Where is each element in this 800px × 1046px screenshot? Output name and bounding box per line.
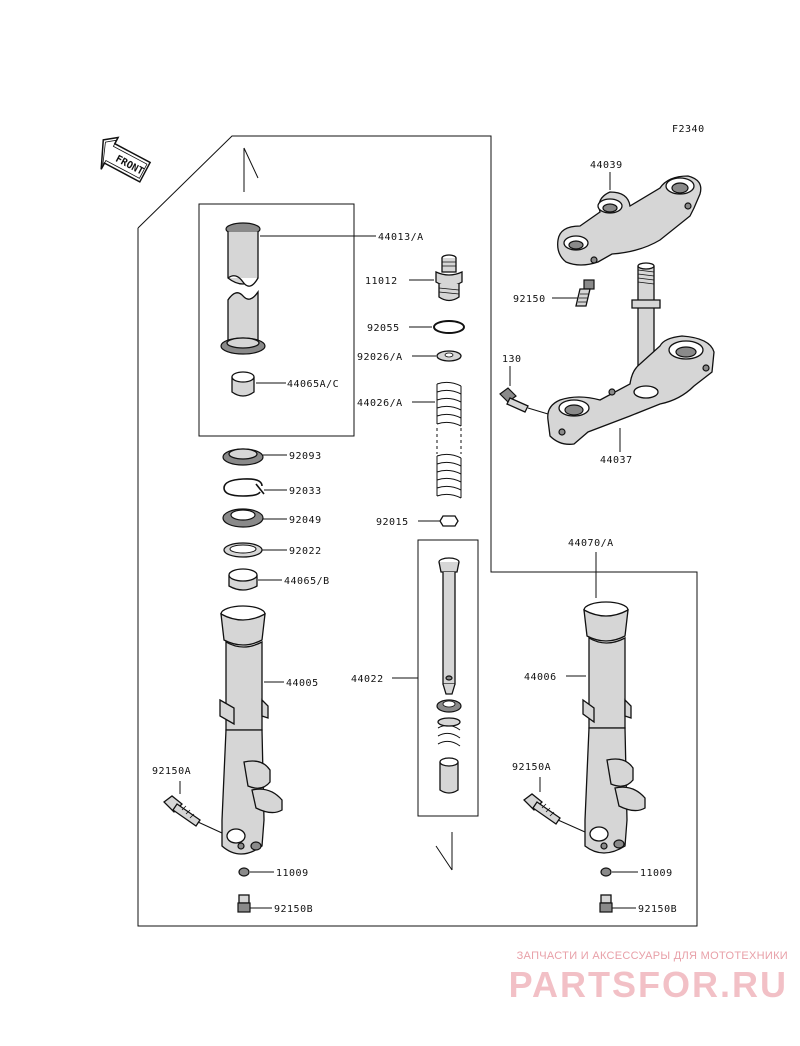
oil-seal-92049 bbox=[222, 508, 264, 528]
part-label-92055: 92055 bbox=[367, 323, 400, 334]
watermark-tagline: ЗАПЧАСТИ И АКСЕССУАРЫ ДЛЯ МОТОТЕХНИКИ bbox=[516, 950, 788, 962]
part-label-11009-right: 11009 bbox=[640, 868, 673, 879]
bolt-92150b-right bbox=[599, 894, 613, 913]
fork-inner-tube bbox=[220, 222, 266, 355]
part-label-92022: 92022 bbox=[289, 546, 322, 557]
assembly-frame bbox=[137, 135, 698, 927]
part-label-44006: 44006 bbox=[524, 672, 557, 683]
bolt-130 bbox=[499, 387, 529, 413]
part-label-44005: 44005 bbox=[286, 678, 319, 689]
part-label-92150: 92150 bbox=[513, 294, 546, 305]
bushing-44065b bbox=[228, 568, 258, 591]
part-label-92150b-right: 92150B bbox=[638, 904, 677, 915]
part-label-44013a: 44013/A bbox=[378, 232, 424, 243]
break-line-top bbox=[243, 147, 259, 192]
part-label-130: 130 bbox=[502, 354, 522, 365]
part-label-92150a-right: 92150A bbox=[512, 762, 551, 773]
seal-92093 bbox=[222, 448, 264, 466]
washer-92022 bbox=[223, 542, 263, 558]
damper-rod-44022 bbox=[436, 557, 462, 794]
lower-triple-clamp-44037 bbox=[547, 262, 715, 445]
part-label-92033: 92033 bbox=[289, 486, 322, 497]
o-ring-92055 bbox=[433, 320, 465, 334]
part-label-44065b: 44065/B bbox=[284, 576, 330, 587]
part-label-92049: 92049 bbox=[289, 515, 322, 526]
washer-11009-right bbox=[600, 867, 612, 877]
nut-92015 bbox=[439, 515, 459, 527]
part-label-44037: 44037 bbox=[600, 455, 633, 466]
part-label-92015: 92015 bbox=[376, 517, 409, 528]
part-label-44065ac: 44065A/C bbox=[287, 379, 339, 390]
part-label-11009-left: 11009 bbox=[276, 868, 309, 879]
fork-outer-tube-right bbox=[582, 601, 646, 854]
fork-outer-tube-left bbox=[219, 605, 283, 855]
bolt-92150a-right bbox=[523, 793, 561, 825]
part-label-44022: 44022 bbox=[351, 674, 384, 685]
part-label-92150a-left: 92150A bbox=[152, 766, 191, 777]
circlip-92033 bbox=[223, 478, 265, 497]
top-plug-11012 bbox=[435, 254, 463, 302]
part-label-44070a: 44070/A bbox=[568, 538, 614, 549]
front-arrow-icon: FRONT bbox=[100, 136, 152, 183]
part-label-92093: 92093 bbox=[289, 451, 322, 462]
watermark-logo: PARTSFOR.RU bbox=[508, 964, 788, 1005]
cylinder-kit-box bbox=[198, 203, 355, 437]
bolt-92150a-left bbox=[163, 795, 201, 827]
part-label-92026a: 92026/A bbox=[357, 352, 403, 363]
bolt-92150b-left bbox=[237, 894, 251, 913]
washer-11009-left bbox=[238, 867, 250, 877]
spring-44026a bbox=[436, 381, 462, 499]
upper-triple-clamp-44039 bbox=[557, 175, 702, 266]
bolt-92150 bbox=[575, 279, 595, 307]
part-label-11012: 11012 bbox=[365, 276, 398, 287]
part-label-92150b-left: 92150B bbox=[274, 904, 313, 915]
bushing-44065ac bbox=[231, 371, 255, 397]
part-label-44026a: 44026/A bbox=[357, 398, 403, 409]
part-label-44039: 44039 bbox=[590, 160, 623, 171]
break-line-bottom bbox=[435, 832, 453, 871]
figure-code: F2340 bbox=[672, 124, 705, 135]
washer-92026a bbox=[436, 350, 462, 362]
watermark: ЗАПЧАСТИ И АКСЕССУАРЫ ДЛЯ МОТОТЕХНИКИ PA… bbox=[468, 950, 788, 1006]
